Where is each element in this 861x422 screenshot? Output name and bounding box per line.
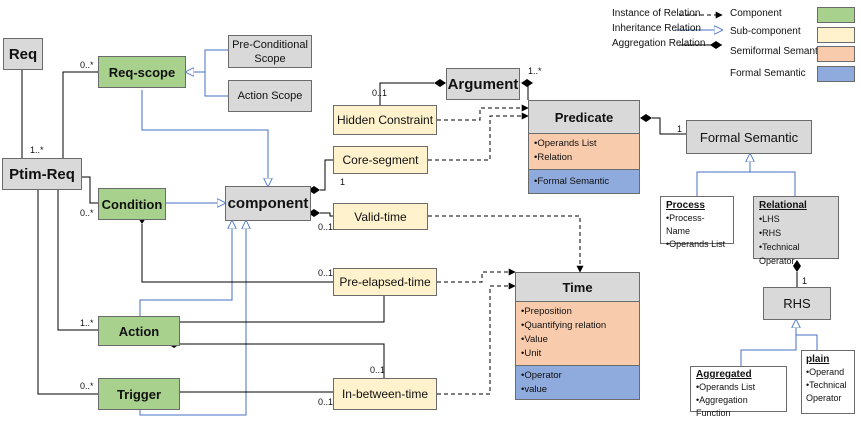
- mult-in-between-time-left: 0..1: [318, 397, 334, 407]
- predicate-relation: Relation: [534, 151, 634, 165]
- ptim-req-node[interactable]: Ptim-Req: [2, 158, 82, 190]
- plain-operand-item: Operand: [806, 366, 850, 379]
- hidden-constraint-node[interactable]: Hidden Constraint: [333, 105, 437, 135]
- legend-subcomponent-swatch: [817, 27, 855, 43]
- relational-rhs-item: RHS: [759, 226, 833, 240]
- predicate-formal-semantic: Formal Semantic: [534, 175, 634, 189]
- in-between-time-node[interactable]: In-between-time: [333, 378, 437, 410]
- req-node[interactable]: Req: [3, 38, 43, 70]
- component-node[interactable]: component: [225, 186, 311, 221]
- legend-formal-label: Formal Semantic: [730, 68, 806, 79]
- mult-req-scope: 0..*: [80, 60, 94, 70]
- process-title: Process: [666, 200, 705, 211]
- process-items: Process-Name Operands List: [666, 212, 728, 251]
- legend-inheritance-label: Inheritance Relation: [612, 23, 701, 34]
- process-name-item: Process-Name: [666, 212, 728, 238]
- legend-formal-swatch: [817, 66, 855, 82]
- mult-in-between-time-top: 0..1: [370, 365, 386, 375]
- legend-component-swatch: [817, 7, 855, 23]
- action-scope-node[interactable]: Action Scope: [228, 80, 312, 112]
- time-quantifying-relation: Quantifying relation: [521, 319, 634, 333]
- mult-formal-semantic: 1: [677, 124, 683, 134]
- legend-instance-label: Instance of Relation: [612, 8, 701, 19]
- aggregated-items: Operands List Aggregation Function: [696, 381, 781, 420]
- aggregated-title: Aggregated: [696, 369, 752, 380]
- predicate-formal-list: Formal Semantic: [528, 170, 640, 194]
- aggregated-function-item: Aggregation Function: [696, 394, 781, 420]
- aggregated-operands-item: Operands List: [696, 381, 781, 394]
- mult-argument-left: 0..1: [372, 88, 388, 98]
- mult-action: 1..*: [80, 318, 94, 328]
- legend-aggregation-label: Aggregation Relation: [612, 38, 706, 49]
- legend-component-label: Component: [730, 8, 782, 19]
- mult-condition: 0..*: [80, 208, 94, 218]
- mult-pre-elapsed-time: 0..1: [318, 268, 334, 278]
- relational-operator-item: Technical Operator: [759, 240, 833, 268]
- plain-title: plain: [806, 354, 830, 365]
- relational-title: Relational: [759, 200, 807, 211]
- valid-time-node[interactable]: Valid-time: [333, 203, 428, 230]
- process-node[interactable]: Process Process-Name Operands List: [660, 196, 734, 249]
- time-operator: Operator: [521, 369, 634, 383]
- time-value: Value: [521, 333, 634, 347]
- mult-rhs: 1: [802, 276, 808, 286]
- pre-conditional-scope-node[interactable]: Pre-Conditional Scope: [228, 35, 312, 68]
- time-formal-value: value: [521, 383, 634, 397]
- mult-core-segment: 1: [340, 177, 346, 187]
- time-preposition: Preposition: [521, 305, 634, 319]
- plain-operator-item: Technical Operator: [806, 379, 850, 405]
- legend-semiformal-swatch: [817, 46, 855, 62]
- time-title[interactable]: Time: [515, 272, 640, 302]
- predicate-semiformal-list: Operands List Relation: [528, 134, 640, 170]
- time-unit: Unit: [521, 347, 634, 361]
- aggregated-node[interactable]: Aggregated Operands List Aggregation Fun…: [690, 366, 787, 418]
- mult-valid-time: 0..1: [318, 222, 334, 232]
- plain-node[interactable]: plain Operand Technical Operator: [801, 350, 855, 414]
- core-segment-node[interactable]: Core-segment: [333, 146, 428, 174]
- time-formal-list: Operator value: [515, 366, 640, 400]
- req-scope-node[interactable]: Req-scope: [98, 56, 186, 88]
- process-operands-item: Operands List: [666, 238, 728, 251]
- action-node[interactable]: Action: [98, 316, 180, 346]
- time-semiformal-list: Preposition Quantifying relation Value U…: [515, 302, 640, 366]
- formal-semantic-node[interactable]: Formal Semantic: [686, 120, 812, 154]
- predicate-title[interactable]: Predicate: [528, 100, 640, 134]
- argument-node[interactable]: Argument: [446, 68, 520, 100]
- relational-items: LHS RHS Technical Operator: [759, 212, 833, 268]
- legend-semiformal-label: Semiformal Semantic: [730, 46, 826, 57]
- relational-node[interactable]: Relational LHS RHS Technical Operator: [753, 196, 839, 266]
- legend-subcomponent-label: Sub-component: [730, 26, 801, 37]
- mult-trigger: 0..*: [80, 381, 94, 391]
- rhs-node[interactable]: RHS: [763, 287, 831, 320]
- predicate-operands-list: Operands List: [534, 137, 634, 151]
- condition-node[interactable]: Condition: [98, 188, 166, 220]
- mult-ptim-req: 1..*: [30, 145, 44, 155]
- trigger-node[interactable]: Trigger: [98, 378, 180, 410]
- plain-items: Operand Technical Operator: [806, 366, 850, 405]
- mult-argument-right: 1..*: [528, 66, 542, 76]
- relational-lhs-item: LHS: [759, 212, 833, 226]
- pre-elapsed-time-node[interactable]: Pre-elapsed-time: [333, 268, 437, 296]
